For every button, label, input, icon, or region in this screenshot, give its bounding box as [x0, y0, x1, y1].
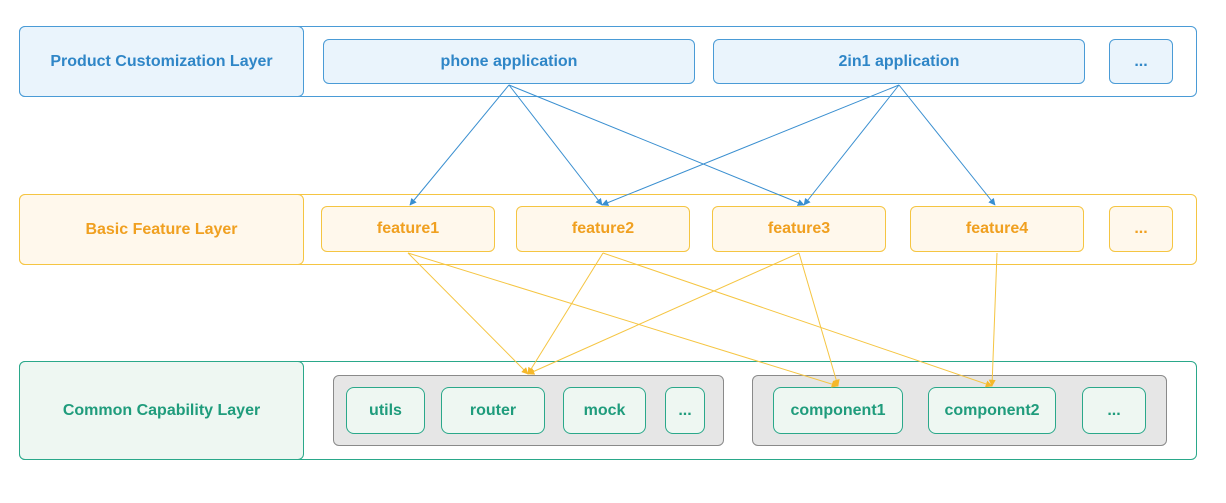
feature-layer-label: Basic Feature Layer — [19, 194, 304, 265]
feature-more-label: ... — [1134, 220, 1148, 237]
feature3-label: feature3 — [767, 220, 831, 237]
feature2-label: feature2 — [571, 220, 635, 237]
common-layer-label-text: Common Capability Layer — [62, 401, 261, 419]
feature1-label: feature1 — [376, 220, 440, 237]
feature3-box[interactable]: feature3 — [712, 206, 886, 252]
edge-2in1-to-feature2 — [601, 84, 900, 206]
phone-application-box[interactable]: phone application — [323, 39, 695, 84]
mock-label: mock — [583, 401, 626, 419]
edge-2in1-to-feature3 — [803, 84, 900, 206]
edge-phone-to-feature2 — [508, 84, 603, 206]
group-b-more-box[interactable]: ... — [1082, 387, 1146, 434]
product-more-label: ... — [1134, 52, 1148, 70]
component1-label: component1 — [790, 401, 886, 419]
group-b-more-label: ... — [1107, 401, 1121, 419]
group-a-more-label: ... — [678, 401, 692, 419]
2in1-application-box[interactable]: 2in1 application — [713, 39, 1085, 84]
2in1-application-label: 2in1 application — [838, 52, 960, 70]
feature-more-box[interactable]: ... — [1109, 206, 1173, 252]
router-label: router — [469, 401, 517, 419]
utils-label: utils — [369, 401, 402, 419]
edge-feature3-to-group-a — [527, 252, 800, 375]
common-layer-label: Common Capability Layer — [19, 361, 304, 460]
component2-box[interactable]: component2 — [928, 387, 1056, 434]
feature4-label: feature4 — [965, 220, 1029, 237]
edge-phone-to-feature3 — [508, 84, 805, 206]
product-layer-label-text: Product Customization Layer — [50, 52, 273, 70]
product-layer-label: Product Customization Layer — [19, 26, 304, 97]
feature1-box[interactable]: feature1 — [321, 206, 495, 252]
component1-box[interactable]: component1 — [773, 387, 903, 434]
phone-application-label: phone application — [440, 52, 578, 70]
router-box[interactable]: router — [441, 387, 545, 434]
feature4-box[interactable]: feature4 — [910, 206, 1084, 252]
group-a-more-box[interactable]: ... — [665, 387, 705, 434]
product-more-box[interactable]: ... — [1109, 39, 1173, 84]
feature2-box[interactable]: feature2 — [516, 206, 690, 252]
edge-feature2-to-group-a — [527, 252, 604, 375]
edge-feature1-to-group-a — [407, 252, 529, 375]
feature-layer-label-text: Basic Feature Layer — [85, 220, 238, 238]
mock-box[interactable]: mock — [563, 387, 646, 434]
component2-label: component2 — [944, 401, 1040, 419]
edge-phone-to-feature1 — [409, 84, 510, 206]
edge-2in1-to-feature4 — [898, 84, 996, 206]
utils-box[interactable]: utils — [346, 387, 425, 434]
